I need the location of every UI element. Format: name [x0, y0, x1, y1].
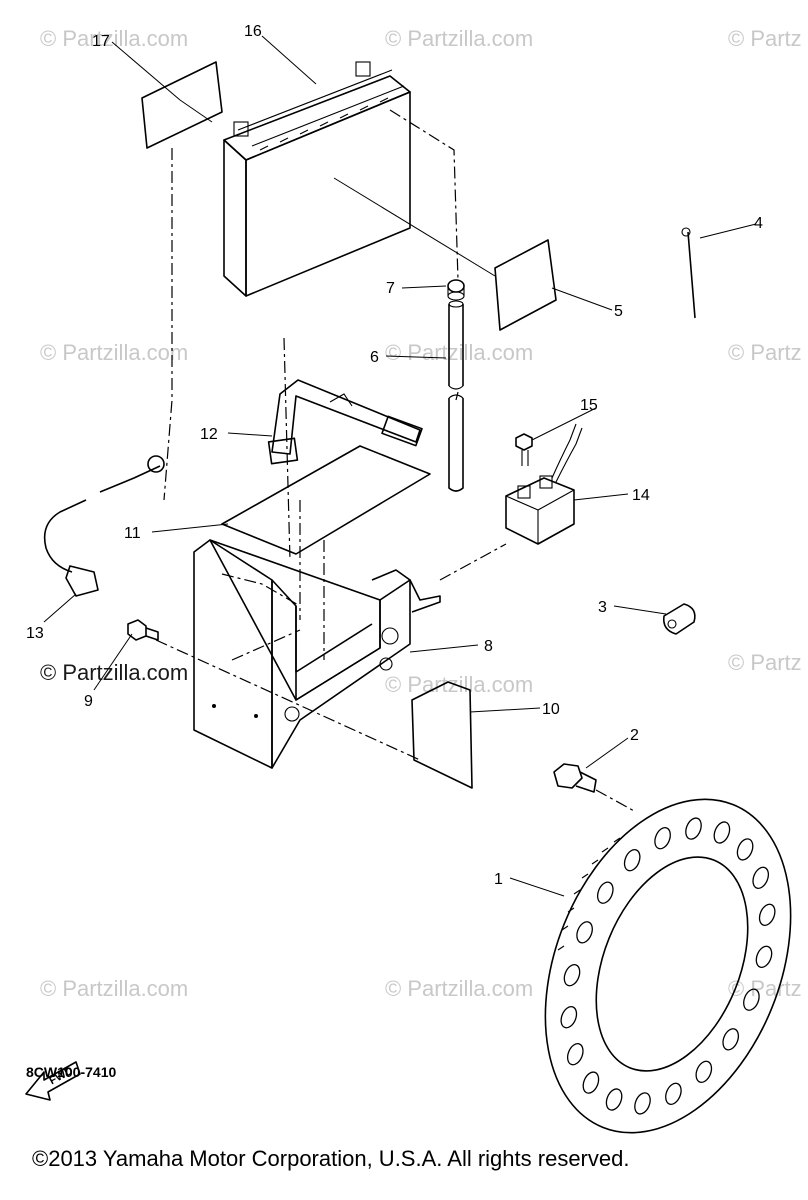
leader-lines: [43, 35, 757, 897]
breather-hose-part-6: [448, 300, 464, 492]
callout-13: 13: [26, 625, 44, 642]
clamp-part-3: [662, 603, 696, 635]
rotor-hole: [736, 838, 754, 861]
battery-label-part-5: [494, 239, 557, 331]
rotor-hole: [560, 1006, 578, 1029]
rotor-hole: [722, 1028, 740, 1051]
callout-16: 16: [244, 23, 262, 40]
watermark: © Partzilla.com: [40, 660, 188, 685]
copyright-notice: ©2013 Yamaha Motor Corporation, U.S.A. A…: [32, 1146, 630, 1171]
watermark: © Partz: [728, 976, 802, 1001]
assembly-lines: [155, 109, 637, 813]
rotor-hole: [752, 866, 770, 889]
rubber-sheet-part-11: [221, 445, 431, 555]
rotor-hole: [563, 964, 581, 987]
callout-5: 5: [614, 303, 623, 320]
rotor-hole: [582, 1071, 600, 1094]
rotor-hole: [665, 1082, 682, 1105]
rotor-hole: [685, 817, 702, 840]
rotor-hole: [695, 1060, 713, 1083]
watermark: © Partz: [728, 650, 802, 675]
watermark: © Partzilla.com: [385, 672, 533, 697]
rotor-hole: [713, 821, 731, 844]
rotor-hole: [758, 903, 776, 926]
callout-12: 12: [200, 426, 218, 443]
bolt-part-9: [127, 619, 159, 641]
bolt-part-2: [553, 763, 597, 793]
callout-11: 11: [124, 525, 141, 542]
diagram-code: 8CW100-7410: [26, 1064, 117, 1080]
watermark: © Partzilla.com: [385, 26, 533, 51]
bolt-part-15: [515, 433, 533, 466]
watermark: © Partzilla.com: [385, 340, 533, 365]
callout-8: 8: [484, 638, 493, 655]
callout-4: 4: [754, 215, 763, 232]
battery-part-16: [223, 61, 411, 297]
rotor-hole: [566, 1043, 584, 1066]
callout-17: 17: [92, 33, 110, 50]
watermark: © Partzilla.com: [40, 26, 188, 51]
rotor-holes: [560, 817, 776, 1115]
rotor-hole: [623, 849, 641, 872]
stay-part-4: [681, 227, 696, 319]
watermark: © Partzilla.com: [385, 976, 533, 1001]
starter-relay-part-14: [505, 423, 583, 545]
watermark: © Partzilla.com: [40, 976, 188, 1001]
battery-case-part-8: [193, 539, 441, 769]
callout-14: 14: [632, 487, 650, 504]
callout-10: 10: [542, 701, 560, 718]
rotor-hole: [755, 945, 773, 968]
label-sticker-part-17: [141, 61, 223, 149]
rotor-hole: [634, 1092, 651, 1115]
rotor-hole: [654, 827, 671, 850]
cover-plate-part-10: [411, 681, 473, 789]
callout-1: 1: [494, 871, 503, 888]
cap-part-7: [447, 279, 465, 301]
rotor-hole: [596, 881, 614, 904]
callout-6: 6: [370, 349, 379, 366]
watermark: © Partzilla.com: [40, 340, 188, 365]
battery-band-part-12: [267, 379, 423, 465]
callout-15: 15: [580, 397, 598, 414]
rotor-hole: [576, 921, 593, 944]
rotor-hole: [743, 988, 760, 1011]
lead-wire-part-13: [43, 455, 165, 597]
callout-2: 2: [630, 727, 639, 744]
callout-3: 3: [598, 599, 607, 616]
callout-7: 7: [386, 280, 395, 297]
rotor-part-1: [544, 798, 792, 1134]
rotor-hole: [605, 1088, 623, 1111]
watermark: © Partz: [728, 340, 802, 365]
watermark: © Partz: [728, 26, 802, 51]
callout-9: 9: [84, 693, 93, 710]
